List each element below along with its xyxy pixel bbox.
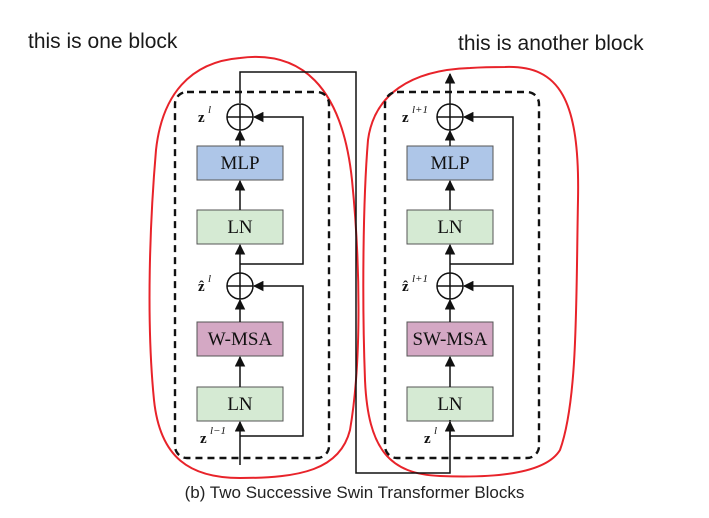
var-in-sup-right: l xyxy=(434,425,437,437)
block-left-frame xyxy=(173,90,331,460)
ln-bottom-box-left xyxy=(196,386,284,422)
var-out-sup-right: l+1 xyxy=(412,104,428,116)
block-left: MLP LN W-MSA LN z l xyxy=(173,90,331,465)
ln-top-label-right: LN xyxy=(437,217,463,238)
mlp-label-right: MLP xyxy=(430,153,469,174)
msa-label-right: SW-MSA xyxy=(413,329,488,350)
var-mid-sup-left: l xyxy=(208,273,211,285)
var-in-left: z xyxy=(200,431,207,447)
var-mid-sup-right: l+1 xyxy=(412,273,428,285)
mlp-label-left: MLP xyxy=(220,153,259,174)
ln-top-box-left xyxy=(196,209,284,245)
ln-bottom-label-right: LN xyxy=(437,394,463,415)
red-outline-right xyxy=(362,65,580,478)
var-in-right: z xyxy=(424,431,431,447)
adder-mid-right xyxy=(436,272,464,300)
msa-box-left xyxy=(196,321,284,357)
var-out-right: z xyxy=(402,110,409,126)
red-outline-left xyxy=(148,55,360,480)
ln-bottom-box-right xyxy=(406,386,494,422)
annotation-one-block: this is one block xyxy=(28,30,178,53)
var-mid-left: ẑ xyxy=(198,279,205,295)
block-right-frame xyxy=(383,90,541,460)
inter-block-connector xyxy=(239,71,451,474)
var-in-sup-left: l−1 xyxy=(210,425,226,437)
adder-mid-left xyxy=(226,272,254,300)
var-mid-right: ẑ xyxy=(402,279,409,295)
block-right: MLP LN SW-MSA LN z l+1 ẑ l+1 z l xyxy=(383,72,541,460)
var-out-left: z xyxy=(198,110,205,126)
figure-caption: (b) Two Successive Swin Transformer Bloc… xyxy=(184,483,525,502)
ln-top-box-right xyxy=(406,209,494,245)
ln-bottom-label-left: LN xyxy=(227,394,253,415)
adder-top-left xyxy=(226,103,254,131)
annotation-another-block: this is another block xyxy=(458,32,644,55)
adder-top-right xyxy=(436,103,464,131)
msa-label-left: W-MSA xyxy=(208,329,273,350)
var-out-sup-left: l xyxy=(208,104,211,116)
msa-box-right xyxy=(406,321,494,357)
ln-top-label-left: LN xyxy=(227,217,253,238)
